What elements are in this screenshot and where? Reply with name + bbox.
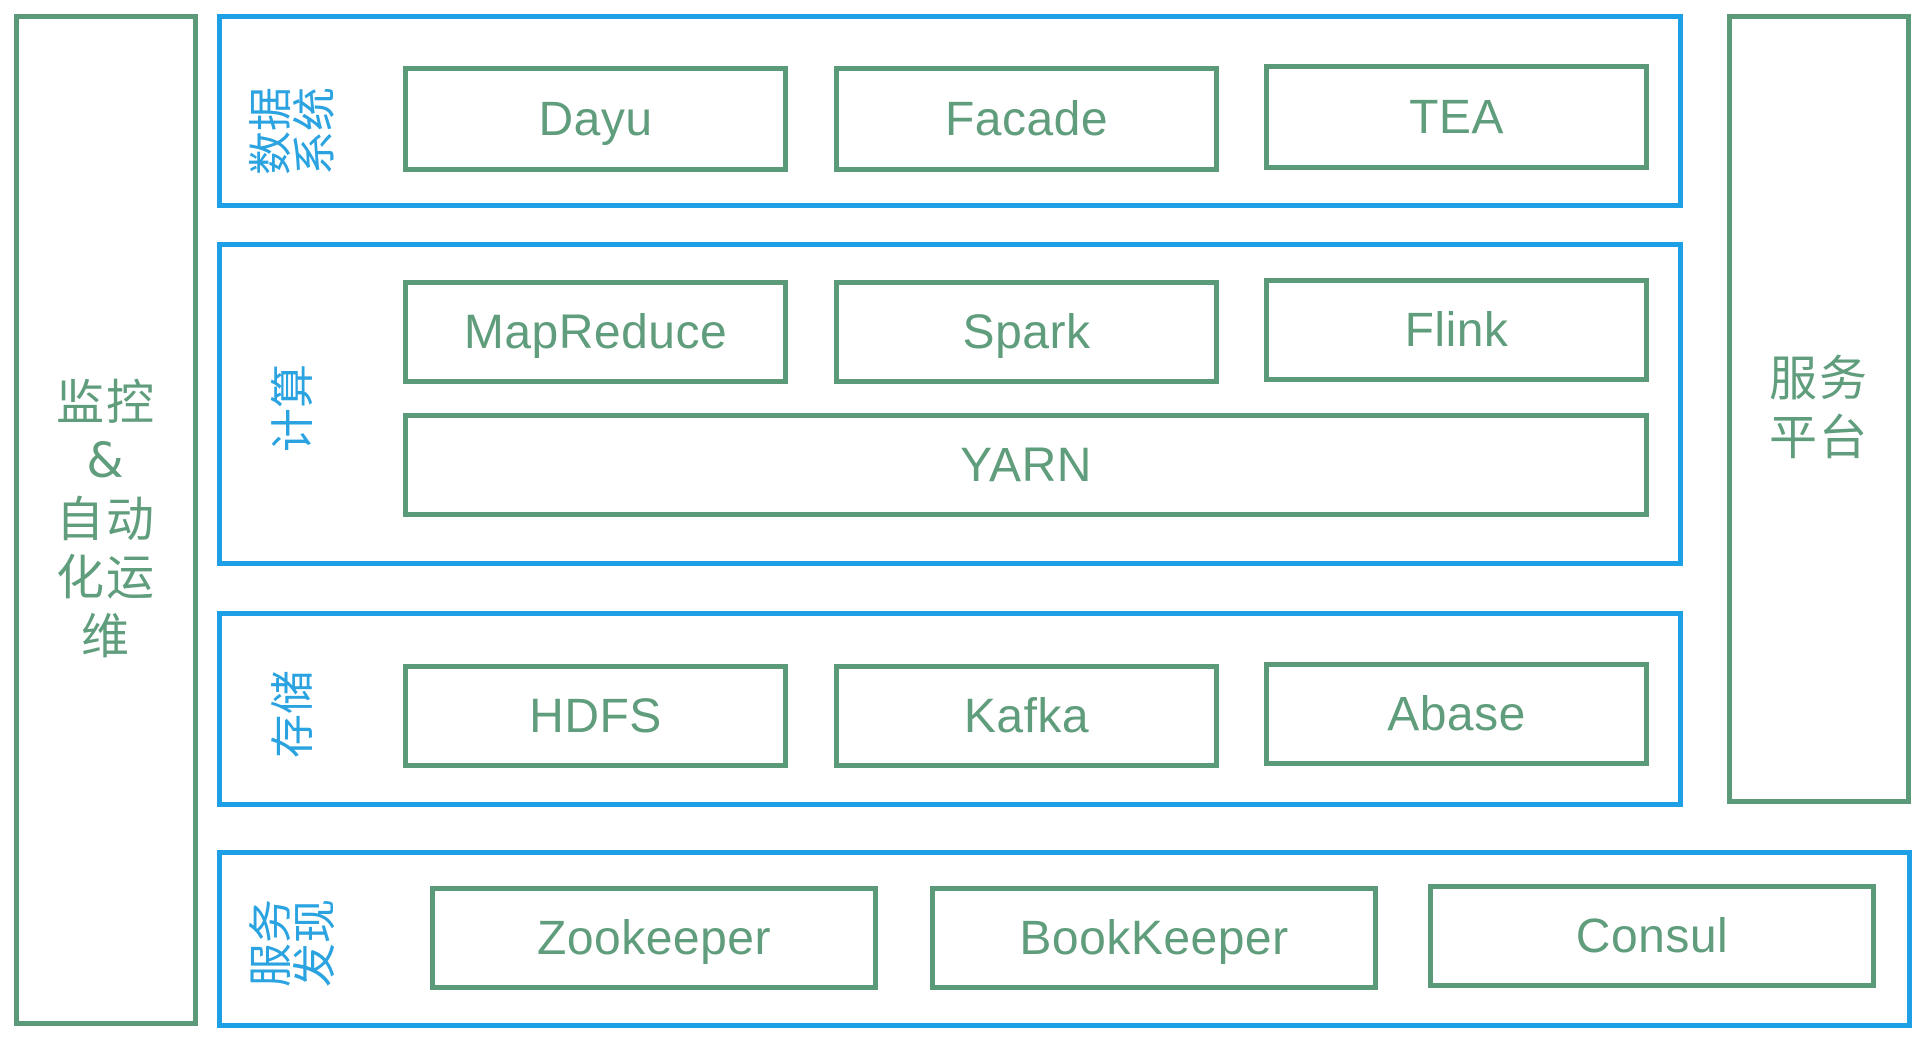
- component-spark: Spark: [834, 280, 1219, 384]
- storage-label: 存储: [268, 670, 319, 758]
- component-consul: Consul: [1428, 884, 1876, 988]
- component-zookeeper: Zookeeper: [430, 886, 878, 990]
- component-mapreduce: MapReduce: [403, 280, 788, 384]
- service-platform-label: 服务 平台: [1768, 351, 1869, 466]
- data-system-label: 数据 系统: [246, 87, 341, 175]
- service-discovery-label: 服务 发现: [246, 899, 341, 987]
- component-flink: Flink: [1264, 278, 1649, 382]
- component-yarn: YARN: [403, 413, 1649, 517]
- component-tea: TEA: [1264, 64, 1649, 170]
- monitoring-ops-column: 监控 & 自动 化运 维: [14, 14, 198, 1026]
- monitoring-ops-label: 监控 & 自动 化运 维: [55, 374, 156, 665]
- component-abase: Abase: [1264, 662, 1649, 766]
- compute-label: 计算: [268, 364, 319, 452]
- component-kafka: Kafka: [834, 664, 1219, 768]
- component-hdfs: HDFS: [403, 664, 788, 768]
- component-bookkeeper: BookKeeper: [930, 886, 1378, 990]
- component-facade: Facade: [834, 66, 1219, 172]
- component-dayu: Dayu: [403, 66, 788, 172]
- service-platform-column: 服务 平台: [1727, 14, 1911, 804]
